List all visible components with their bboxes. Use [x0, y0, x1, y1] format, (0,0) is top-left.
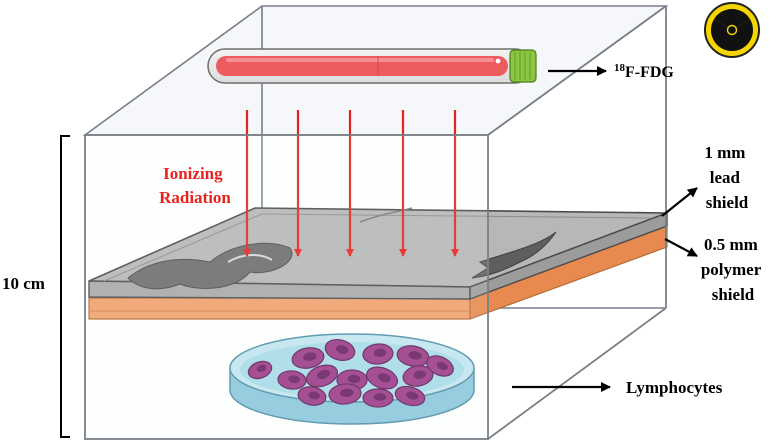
lymphocyte-cell — [247, 360, 273, 380]
tube-cap — [509, 49, 537, 83]
lymphocytes-label: Lymphocytes — [626, 378, 723, 397]
tracer-label: 18F-FDG — [614, 62, 674, 81]
lead-shield-side — [469, 211, 668, 301]
lead-stain-right — [471, 231, 557, 279]
radiation-trefoil-icon — [704, 2, 760, 58]
radiation-label: Ionizing Radiation — [159, 164, 231, 207]
fdg-test-tube — [207, 48, 537, 84]
lymphocyte-cell — [362, 388, 394, 408]
lymphocyte-cell — [305, 364, 339, 388]
pointer-arrows — [512, 66, 698, 392]
chamber-front-edges — [84, 5, 667, 440]
lymphocyte-cells — [247, 338, 454, 408]
lymphocyte-cell — [402, 365, 434, 387]
height-label: 10 cm — [2, 274, 45, 293]
lymphocyte-cell — [328, 383, 362, 405]
polymer-shield-label: 0.5 mm polymer shield — [701, 235, 765, 304]
polymer-shield — [88, 225, 668, 320]
polymer-pointer-arrow — [664, 238, 698, 257]
lymphocyte-cell — [362, 343, 394, 365]
lymphocyte-cell — [365, 366, 399, 390]
lymphocyte-cell — [324, 338, 356, 362]
lead-shield — [88, 207, 668, 301]
lymphocyte-cell — [426, 355, 454, 377]
lead-shield-label: 1 mm lead shield — [704, 143, 749, 212]
lymphocyte-cell — [297, 386, 327, 406]
lymphocyte-cell — [291, 347, 325, 369]
lymphocyte-cell — [394, 385, 426, 407]
height-bracket — [60, 135, 70, 438]
lead-pointer-arrow — [661, 187, 698, 217]
lymphocyte-cell — [277, 370, 307, 390]
